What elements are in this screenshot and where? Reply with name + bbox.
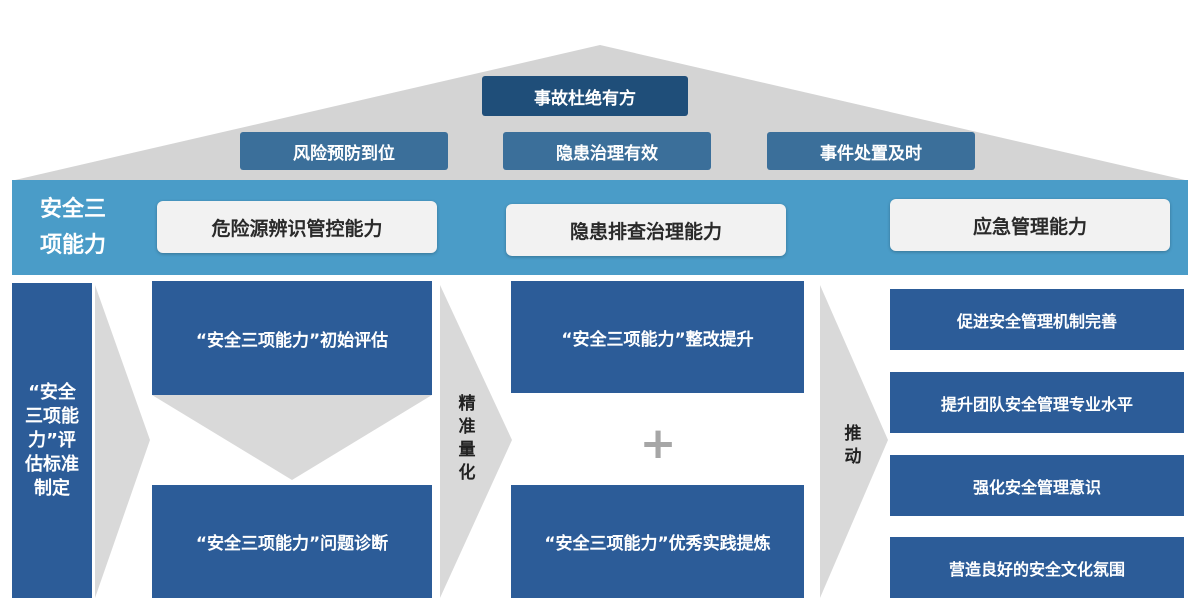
best-practice-box: “安全三项能力”优秀实践提炼 — [511, 485, 804, 598]
capability-hazard-source-control: 危险源辨识管控能力 — [157, 201, 437, 253]
outcome-team-expertise: 提升团队安全管理专业水平 — [890, 372, 1184, 433]
left-chevron — [95, 285, 150, 598]
roof-top-goal: 事故杜绝有方 — [482, 76, 688, 116]
arrow-label-char: 推 — [844, 424, 862, 444]
arrow-push — [820, 285, 888, 598]
capability-emergency-management: 应急管理能力 — [890, 199, 1170, 251]
arrow-push-label: 推 动 — [838, 423, 868, 469]
band-title-line2: 项能力 — [40, 233, 107, 258]
band-title: 安全三 项能力 — [40, 192, 130, 264]
standard-setting-line: 估标准 — [25, 453, 79, 475]
outcome-mechanism: 促进安全管理机制完善 — [890, 289, 1184, 350]
plus-icon: + — [639, 417, 677, 469]
outcome-safety-culture: 营造良好的安全文化氛围 — [890, 537, 1184, 598]
roof-goal-hazard-governance: 隐患治理有效 — [503, 132, 711, 170]
arrow-precise-quantify — [440, 285, 512, 598]
standard-setting-line: 制定 — [34, 477, 70, 499]
standard-setting-line: 三项能 — [25, 405, 79, 427]
arrow-precise-quantify-label: 精 准 量 化 — [452, 393, 482, 485]
funnel-triangle — [152, 395, 432, 480]
standard-setting-box: “安全 三项能 力”评 估标准 制定 — [12, 283, 92, 598]
outcome-awareness: 强化安全管理意识 — [890, 455, 1184, 516]
arrow-label-char: 准 — [458, 417, 476, 437]
capability-hidden-danger-governance: 隐患排查治理能力 — [506, 204, 786, 256]
roof-goal-risk-prevention: 风险预防到位 — [240, 132, 448, 170]
rectification-box: “安全三项能力”整改提升 — [511, 281, 804, 393]
arrow-label-char: 量 — [458, 440, 476, 460]
arrow-label-char: 精 — [458, 394, 476, 414]
standard-setting-line: 力”评 — [28, 429, 76, 451]
initial-assessment-box: “安全三项能力”初始评估 — [152, 281, 432, 395]
problem-diagnosis-box: “安全三项能力”问题诊断 — [152, 485, 432, 598]
roof-goal-incident-response: 事件处置及时 — [767, 132, 975, 170]
arrow-label-char: 动 — [844, 447, 862, 467]
standard-setting-line: “安全 — [28, 381, 76, 403]
arrow-label-char: 化 — [458, 463, 476, 483]
band-title-line1: 安全三 — [40, 197, 107, 222]
